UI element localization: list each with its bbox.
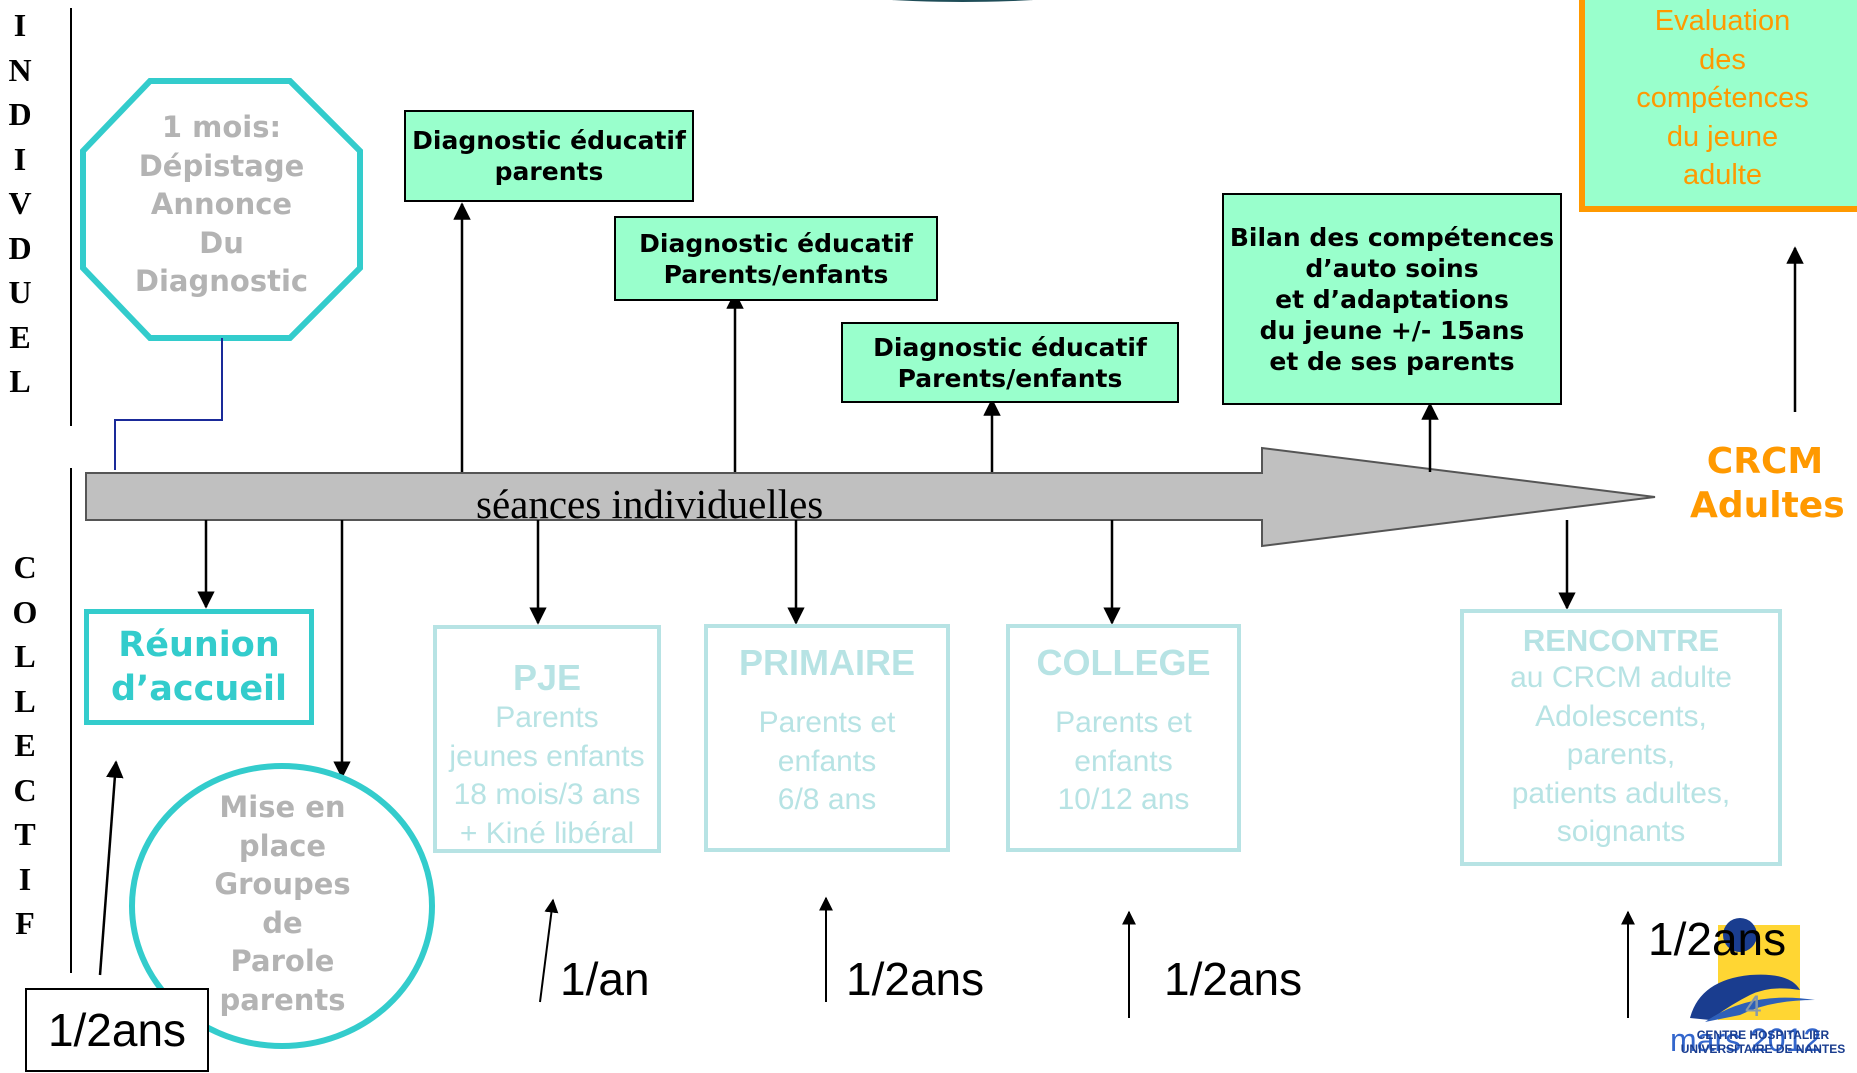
top-decoration [840,0,1085,2]
octagon-text: 1 mois: Dépistage Annonce Du Diagnostic [134,110,309,298]
diagnostic-parents-enfants-text-1: Diagnostic éducatif Parents/enfants [639,228,913,289]
bilan-competences-box: Bilan des compétences d’auto soins et d’… [1222,193,1562,405]
diagnostic-parents-text: Diagnostic éducatif parents [412,126,686,186]
rencontre-box: RENCONTRE au CRCM adulte Adolescents, pa… [1460,609,1782,866]
reunion-box: Réunion d’accueil [84,609,314,725]
groupes-text: Mise en place Groupes de Parole parents [214,790,351,1017]
groupes-circle [129,763,435,1049]
evaluation-box [1579,0,1857,212]
primaire-title: PRIMAIRE [738,642,915,683]
primaire-body: Parents et enfants 6/8 ans [758,706,896,816]
rencontre-body: au CRCM adulte Adolescents, parents, pat… [1510,661,1732,848]
diagnostic-parents-box: Diagnostic éducatif parents [404,110,694,202]
page-number: 4 [1745,990,1762,1023]
freq-pje: 1/an [560,953,650,1005]
freq-arrow-pje [539,898,559,1003]
footer-date: mars 2012 [1670,1022,1822,1058]
arrow-label: séances individuelles [476,481,824,527]
reunion-text: Réunion d’accueil [110,625,288,709]
octagon-connector [114,338,223,470]
college-title: COLLEGE [1036,642,1211,683]
diagnostic-parents-enfants-text-2: Diagnostic éducatif Parents/enfants [873,332,1147,393]
collectif-label: C O L L E C T I F [12,549,38,941]
crcm-line2: Adultes [1690,485,1845,526]
pje-box: PJE Parents jeunes enfants 18 mois/3 ans… [433,625,661,853]
freq-first: 1/2ans [47,1004,187,1056]
freq-first-box: 1/2ans [25,988,209,1072]
individuel-separator [70,8,72,426]
diagnostic-parents-enfants-box-1: Diagnostic éducatif Parents/enfants [614,216,938,301]
freq-rencontre: 1/2ans [1648,913,1787,965]
rencontre-title: RENCONTRE [1522,623,1720,658]
individuel-label: I N D I V D U E L [8,7,32,399]
crcm-label: CRCM Adultes [1690,440,1845,528]
evaluation-text: Evaluation des compétences du jeune adul… [1636,5,1809,191]
chu-logo [1690,918,1815,1022]
primaire-box: PRIMAIRE Parents et enfants 6/8 ans [704,624,950,852]
seances-arrow [85,446,1656,548]
college-box: COLLEGE Parents et enfants 10/12 ans [1006,624,1241,852]
freq-arrow-first [98,760,124,976]
pje-title: PJE [512,657,582,698]
college-body: Parents et enfants 10/12 ans [1055,706,1192,816]
pje-body: Parents jeunes enfants 18 mois/3 ans + K… [449,701,645,850]
octagon-shape [80,78,363,341]
collectif-separator [70,468,72,973]
bilan-competences-text: Bilan des compétences d’auto soins et d’… [1229,222,1555,376]
diagnostic-parents-enfants-box-2: Diagnostic éducatif Parents/enfants [841,322,1179,403]
freq-primaire: 1/2ans [846,953,985,1005]
freq-college: 1/2ans [1164,953,1303,1005]
logo-caption: CENTRE HOSPITALIER UNIVERSITAIRE DE NANT… [1680,1028,1846,1056]
crcm-line1: CRCM [1706,441,1824,482]
